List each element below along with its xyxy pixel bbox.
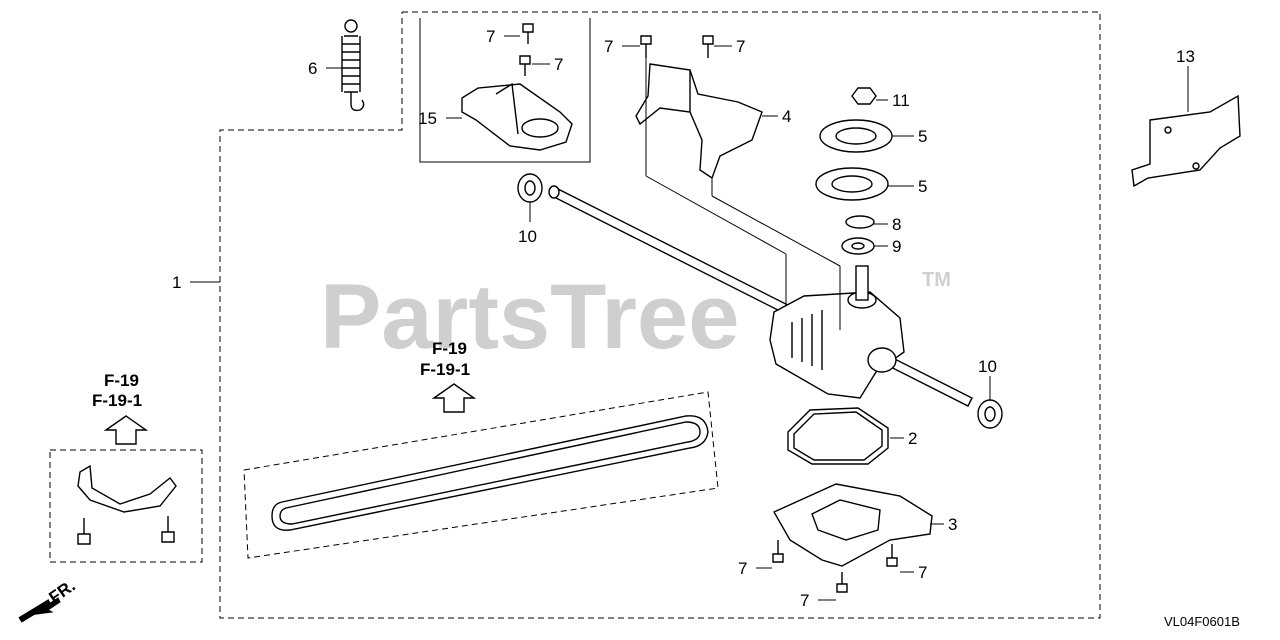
reference-labels: F-19 F-19-1 F-19 F-19-1	[92, 339, 470, 410]
item-15-group-box	[419, 18, 591, 163]
bottom-plate-part	[773, 483, 933, 567]
callout-7a: 7	[486, 27, 495, 46]
callout-3: 3	[948, 515, 957, 534]
callout-5a: 5	[918, 127, 927, 146]
pulley-stack-parts	[815, 87, 893, 255]
callout-10a: 10	[518, 227, 537, 246]
callout-2: 2	[908, 429, 917, 448]
callout-4: 4	[782, 107, 791, 126]
cover-bracket-part	[461, 82, 573, 151]
front-direction-arrow-icon: FR.	[18, 576, 79, 623]
bolt-parts	[519, 23, 898, 593]
callout-7d: 7	[736, 37, 745, 56]
callout-7b: 7	[554, 55, 563, 74]
callout-5b: 5	[918, 177, 927, 196]
callout-8: 8	[892, 215, 901, 234]
mount-plate-part	[1131, 94, 1241, 188]
up-arrow-icon	[103, 415, 149, 445]
accessory-box	[49, 449, 203, 563]
diagram-code: VL04F0601B	[1164, 614, 1240, 629]
belt-box	[243, 391, 719, 559]
callout-9: 9	[892, 237, 901, 256]
drive-belt-part	[271, 415, 709, 531]
shift-bracket-part	[635, 63, 763, 180]
up-arrow-icon	[431, 383, 477, 413]
callout-7g: 7	[800, 591, 809, 610]
callout-7f: 7	[918, 563, 927, 582]
ref-left-line1: F-19	[104, 371, 139, 390]
callout-7e: 7	[738, 559, 747, 578]
ref-center-line2: F-19-1	[420, 360, 470, 379]
callouts: 1 2 3 4 5 5 6 7 7 7 7 7 7 7 8 9 10 10 11…	[172, 27, 1195, 610]
callout-1: 1	[172, 273, 181, 292]
spring-part	[341, 19, 365, 112]
watermark-tm: TM	[922, 269, 951, 291]
ref-center-line1: F-19	[432, 339, 467, 358]
transmission-assembly	[548, 52, 973, 407]
callout-10b: 10	[978, 357, 997, 376]
gasket-part	[787, 407, 889, 465]
callout-6: 6	[308, 59, 317, 78]
ref-left-line2: F-19-1	[92, 391, 142, 410]
callout-13: 13	[1176, 47, 1195, 66]
callout-11: 11	[892, 91, 910, 110]
callout-7c: 7	[604, 37, 613, 56]
callout-15: 15	[418, 109, 437, 128]
watermark-text: PartsTree	[320, 266, 739, 368]
callout-leaders	[190, 35, 1189, 601]
watermark: PartsTree TM	[320, 266, 951, 368]
assembly-frame	[219, 11, 1101, 619]
accessory-bracket-part	[77, 464, 177, 545]
